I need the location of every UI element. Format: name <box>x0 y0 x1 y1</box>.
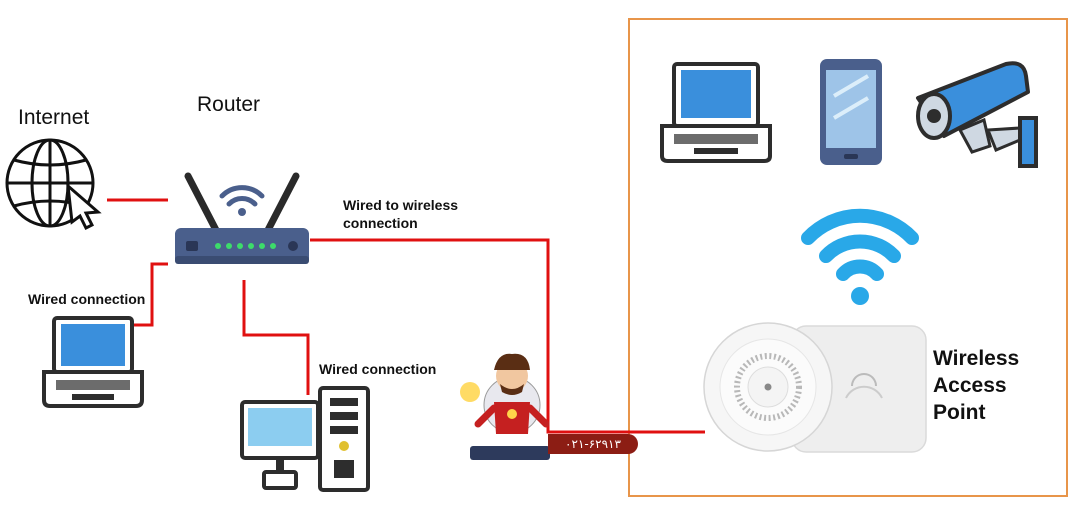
router-icon <box>175 172 309 264</box>
globe-icon <box>5 138 102 231</box>
watermark-phone-badge: ۰۲۱-۶۲۹۱۳ <box>548 434 638 454</box>
wired-connection-bottom-label: Wired connection <box>319 361 437 377</box>
cable-router-ap <box>310 238 705 434</box>
cable-router-desktop <box>242 280 310 395</box>
desktop-icon <box>240 386 370 492</box>
cable-router-laptop <box>134 262 168 327</box>
laptop-icon <box>42 316 144 408</box>
access-point-icon <box>703 322 927 453</box>
wifi-icon <box>801 208 919 281</box>
wired-to-wireless-label-line2: connection <box>343 215 418 231</box>
wifi-dot <box>851 287 869 305</box>
phone-icon <box>820 59 882 165</box>
security-camera-icon <box>916 61 1038 168</box>
router-label: Router <box>197 93 261 116</box>
cables <box>107 198 705 434</box>
access-point-label-line1: Wireless <box>933 347 1020 370</box>
internet-label: Internet <box>18 106 90 129</box>
laptop-icon <box>660 62 772 163</box>
access-point-label-line2: Access <box>933 374 1007 397</box>
mascot-logo <box>460 353 550 460</box>
access-point-label-line3: Point <box>933 401 986 424</box>
wired-connection-left-label: Wired connection <box>28 291 146 307</box>
wired-to-wireless-label-line1: Wired to wireless <box>343 197 459 213</box>
wireless-group-box <box>628 18 1068 497</box>
